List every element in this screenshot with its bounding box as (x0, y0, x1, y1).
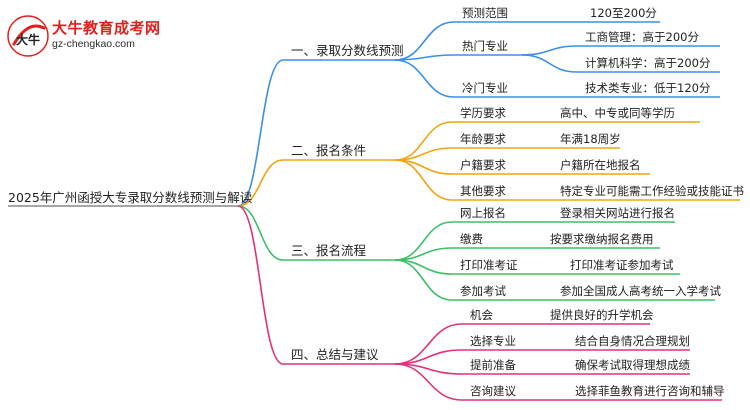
detail-label: 120至200分 (590, 6, 657, 20)
detail-label: 选择菲鱼教育进行咨询和辅导 (575, 384, 725, 398)
subtopic-connector (394, 21, 455, 61)
subtopic-label: 咨询建议 (470, 384, 516, 398)
subtopic-label: 选择专业 (470, 334, 516, 348)
subtopic-label: 冷门专业 (462, 81, 508, 95)
branch-label: 三、报名流程 (291, 243, 367, 258)
subtopic-label: 缴费 (460, 232, 483, 246)
subtopic-connector (394, 363, 463, 401)
branch-label: 一、录取分数线预测 (291, 43, 404, 58)
branch-connector (237, 59, 284, 207)
subtopic-label: 户籍要求 (460, 158, 506, 172)
detail-label: 年满18周岁 (560, 132, 621, 146)
branch-connector (237, 159, 284, 207)
detail-label: 结合自身情况合理规划 (575, 334, 690, 348)
subtopic-connector (394, 159, 453, 201)
subtopic-connector (394, 54, 455, 61)
subtopic-connector (394, 323, 463, 365)
detail-label: 按要求缴纳报名费用 (550, 232, 654, 246)
detail-label: 户籍所在地报名 (560, 158, 641, 172)
branch-connector (237, 205, 284, 261)
subtopic-connector (394, 59, 455, 98)
branch-connector (237, 205, 284, 365)
subtopic-label: 预测范围 (462, 6, 508, 20)
branch-label: 二、报名条件 (291, 143, 366, 158)
site-logo[interactable]: 大牛 大牛教育成考网 gz-chengkao.com (6, 14, 166, 58)
detail-label: 工商管理：高于200分 (585, 30, 699, 44)
subtopic-label: 年龄要求 (460, 132, 506, 146)
subtopic-label: 学历要求 (460, 106, 506, 120)
logo-title: 大牛教育成考网 (52, 19, 161, 37)
subtopic-label: 其他要求 (460, 184, 506, 198)
detail-label: 确保考试取得理想成绩 (575, 358, 690, 372)
subtopic-label: 打印准考证 (460, 258, 518, 272)
subtopic-label: 提前准备 (470, 358, 516, 372)
subtopic-label: 热门专业 (462, 39, 508, 53)
subtopic-label: 机会 (470, 308, 493, 322)
root-topic: 2025年广州函授大专录取分数线预测与解读 (8, 190, 252, 205)
detail-label: 参加全国成人高考统一入学考试 (560, 284, 721, 298)
detail-connector (521, 45, 578, 56)
logo-url: gz-chengkao.com (52, 38, 135, 50)
logo-mark-text: 大牛 (16, 32, 40, 47)
subtopic-label: 网上报名 (460, 206, 506, 220)
detail-label: 特定专业可能需工作经验或技能证书 (560, 184, 744, 198)
detail-label: 技术类专业：低于120分 (585, 81, 711, 95)
branch-label: 四、总结与建议 (291, 347, 379, 362)
subtopic-label: 参加考试 (460, 284, 506, 298)
detail-label: 计算机科学：高于200分 (585, 56, 711, 70)
detail-label: 打印准考证参加考试 (570, 258, 674, 272)
detail-connector (521, 54, 578, 73)
detail-label: 高中、中专或同等学历 (560, 106, 675, 120)
subtopic-connector (394, 259, 453, 301)
logo-mark-icon: 大牛 (7, 15, 49, 57)
detail-label: 提供良好的升学机会 (550, 308, 654, 322)
detail-label: 登录相关网站进行报名 (560, 206, 675, 220)
